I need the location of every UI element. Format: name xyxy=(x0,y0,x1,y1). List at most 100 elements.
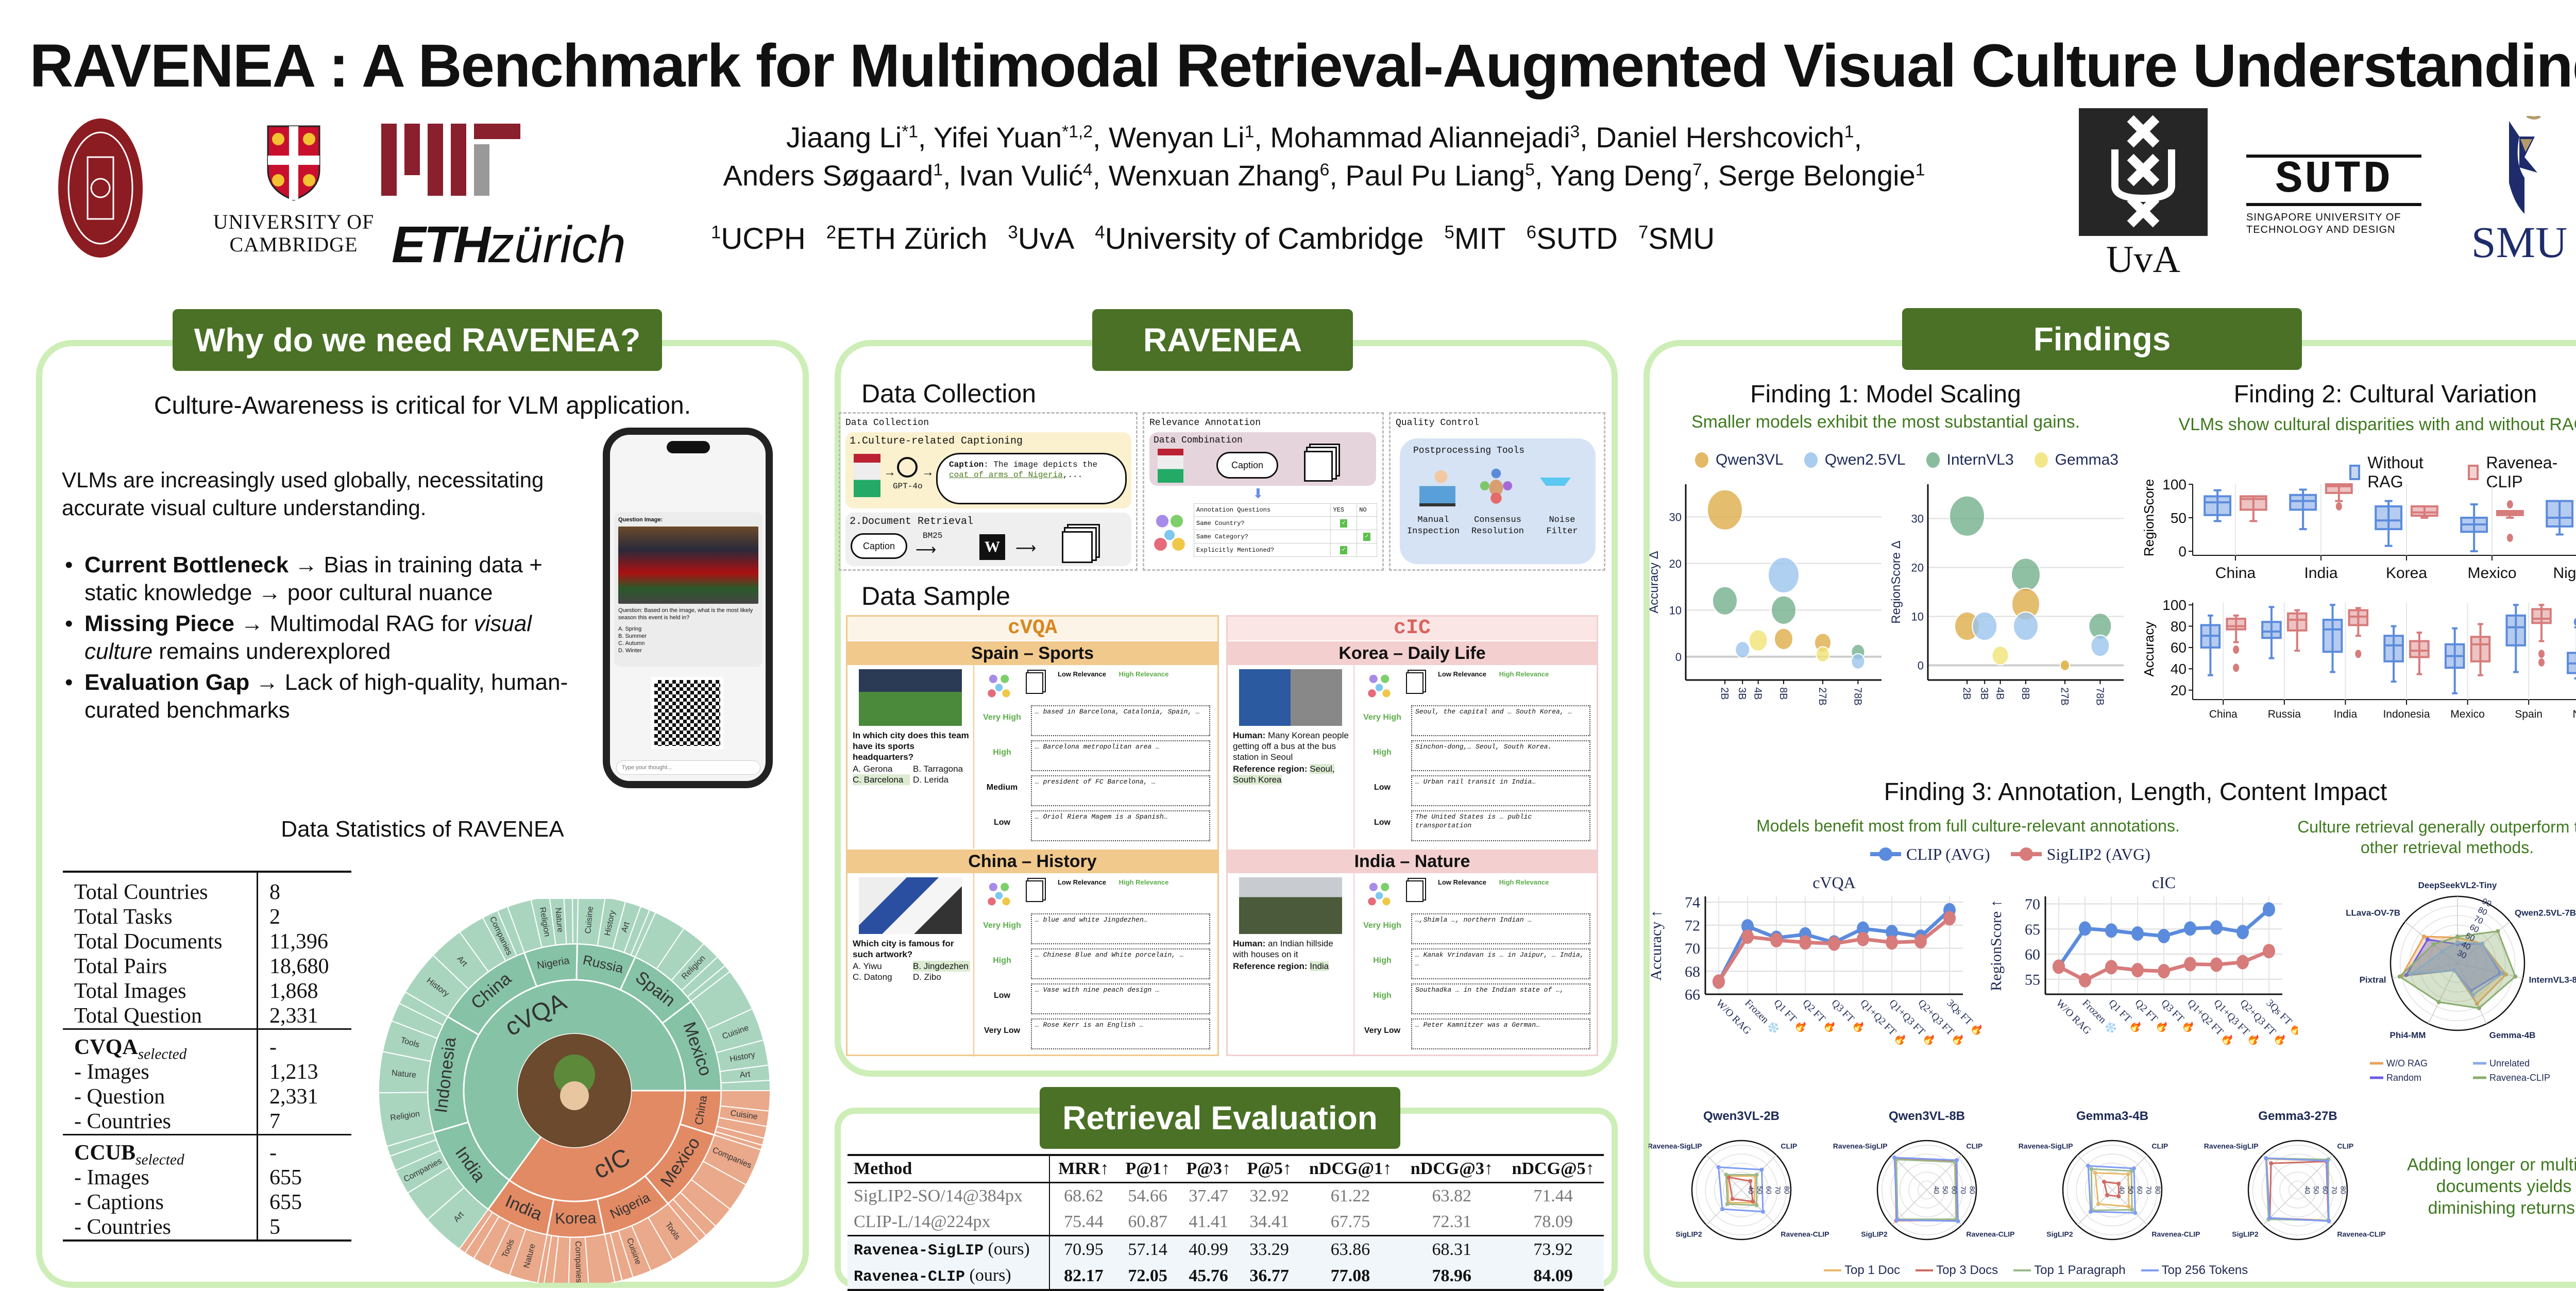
author-name: Mohammad Aliannejadi xyxy=(1270,121,1570,154)
box-iqr xyxy=(2505,614,2527,647)
box-iqr xyxy=(2348,609,2369,626)
bullet-key: Current Bottleneck xyxy=(84,552,289,577)
data-point xyxy=(2131,926,2144,941)
radar-point xyxy=(2425,937,2430,942)
y-tick-label: 100 xyxy=(2162,598,2187,613)
cambridge-line1: UNIVERSITY OF xyxy=(213,210,375,233)
low-relevance-label: Low Relevance xyxy=(1438,878,1486,886)
reference-label: Reference region: xyxy=(1233,764,1310,774)
relevance-level: Low xyxy=(994,818,1010,827)
bubble-qwen25vl-3b xyxy=(1735,641,1751,659)
radar-axis-label: Ravenea-SigLIP xyxy=(1833,1142,1888,1150)
radar-point xyxy=(2455,935,2460,939)
dataset-subscript: selected xyxy=(138,1046,187,1063)
radar-tick-label: 40 xyxy=(1933,1186,1941,1194)
sample-title: India – Nature xyxy=(1228,850,1597,873)
document-snippet: Sinchon-dong,… Seoul, South Korea. xyxy=(1411,740,1590,771)
bullet-item: Missing Piece → Multimodal RAG for visua… xyxy=(62,610,592,666)
data-point xyxy=(2236,955,2249,970)
sample-text: Which city is famous for such artwork?A.… xyxy=(853,938,970,982)
data-point xyxy=(2105,923,2117,938)
stats-value: 2 xyxy=(256,905,351,929)
box-without-rag-spain xyxy=(2505,604,2527,673)
radar-point xyxy=(1754,1173,1759,1177)
document-snippet: … Vase with nine peach design … xyxy=(1031,983,1210,1014)
box-ravenea-clip-mexico xyxy=(2496,500,2524,542)
metric-value: 72.31 xyxy=(1432,1212,1472,1231)
relevance-level: Very High xyxy=(1363,713,1401,722)
radar-tick-label: 60 xyxy=(2468,923,2481,935)
y-tick-label: 30 xyxy=(1669,511,1682,523)
stats-value: 2,331 xyxy=(256,1004,351,1029)
phone-chat-input[interactable] xyxy=(616,760,760,775)
wikipedia-search-icon: W xyxy=(979,534,1005,560)
author-name: Wenxuan Zhang xyxy=(1108,159,1320,192)
author-affiliation-mark: 1 xyxy=(1244,122,1255,142)
radar-tick-label: 80 xyxy=(2477,906,2489,918)
box-ravenea-clip-korea xyxy=(2410,505,2438,519)
data-point xyxy=(1741,929,1754,944)
caption-image xyxy=(1239,669,1342,726)
mascot-hair xyxy=(554,1055,595,1096)
stats-label: - Countries xyxy=(74,1110,171,1133)
box-without-rag-nigeria xyxy=(2567,618,2576,680)
caption-end: ,... xyxy=(1062,470,1083,480)
findings-heading: Findings xyxy=(1902,308,2302,370)
data-point xyxy=(2210,920,2223,935)
radar-grid-ring xyxy=(1705,1153,1778,1227)
comma: , xyxy=(918,121,934,154)
documents-stack-icon xyxy=(1062,531,1093,563)
relevance-level: Medium xyxy=(986,783,1018,792)
radar-point xyxy=(1726,1175,1731,1180)
box-iqr xyxy=(2409,640,2430,658)
outlier-point xyxy=(2233,664,2240,672)
radar-grid-ring xyxy=(1696,1144,1787,1236)
openai-logo-icon xyxy=(897,457,918,478)
annotation-question: Same Category? xyxy=(1193,530,1331,543)
uva-logo: UvA xyxy=(2079,108,2208,283)
radar-tick-label: 40 xyxy=(1747,1186,1755,1194)
manual-inspection-icon xyxy=(1419,465,1455,506)
annotation-header: YES xyxy=(1330,503,1358,517)
comma: , xyxy=(1092,159,1109,192)
retrieval-header: P@5↑ xyxy=(1247,1159,1292,1178)
answer-option: A. Gerona xyxy=(853,764,893,774)
metric-value: 63.86 xyxy=(1330,1239,1370,1259)
radar-tick-label: 70 xyxy=(2472,914,2485,926)
annotation-no xyxy=(1357,543,1377,557)
outlier-point xyxy=(2538,658,2545,667)
divider xyxy=(973,665,974,848)
method-name: Ravenea-SigLIP (ours) xyxy=(848,1235,1050,1263)
relevance-level: High xyxy=(1373,956,1392,965)
metric-value: 82.17 xyxy=(1064,1266,1104,1285)
radar-tick-label: 80 xyxy=(1969,1186,1977,1194)
bullet-text: Bias in training data + static knowledge… xyxy=(84,552,543,605)
step2-title: 2.Document Retrieval xyxy=(850,516,974,528)
y-axis-label: RegionScore ↑ xyxy=(1989,899,2005,991)
y-tick-label: 68 xyxy=(1685,963,1700,980)
answer-option: C. Datong xyxy=(853,972,892,982)
radar-tick-label: 60 xyxy=(2136,1186,2144,1194)
wikipedia-docs-icon xyxy=(1406,880,1423,902)
stats-value: 655 xyxy=(256,1190,351,1215)
author-affiliation-mark: 1 xyxy=(1844,122,1854,142)
bubble-internvl3-2b xyxy=(1712,586,1738,616)
document-snippet: … Urban rail transit in India… xyxy=(1411,775,1590,806)
bubble-qwen25vl-8b xyxy=(2013,611,2039,641)
data-point xyxy=(1886,935,1898,950)
sutd-mark: SUTD xyxy=(2246,155,2421,206)
ccub-header: CCUBselected- xyxy=(63,1134,351,1167)
caption-prefix: Caption xyxy=(949,460,984,469)
document-snippet: … blue and white Jingdezhen… xyxy=(1031,913,1210,944)
metric-value: 40.99 xyxy=(1189,1239,1228,1259)
high-relevance-label: High Relevance xyxy=(1499,878,1549,886)
